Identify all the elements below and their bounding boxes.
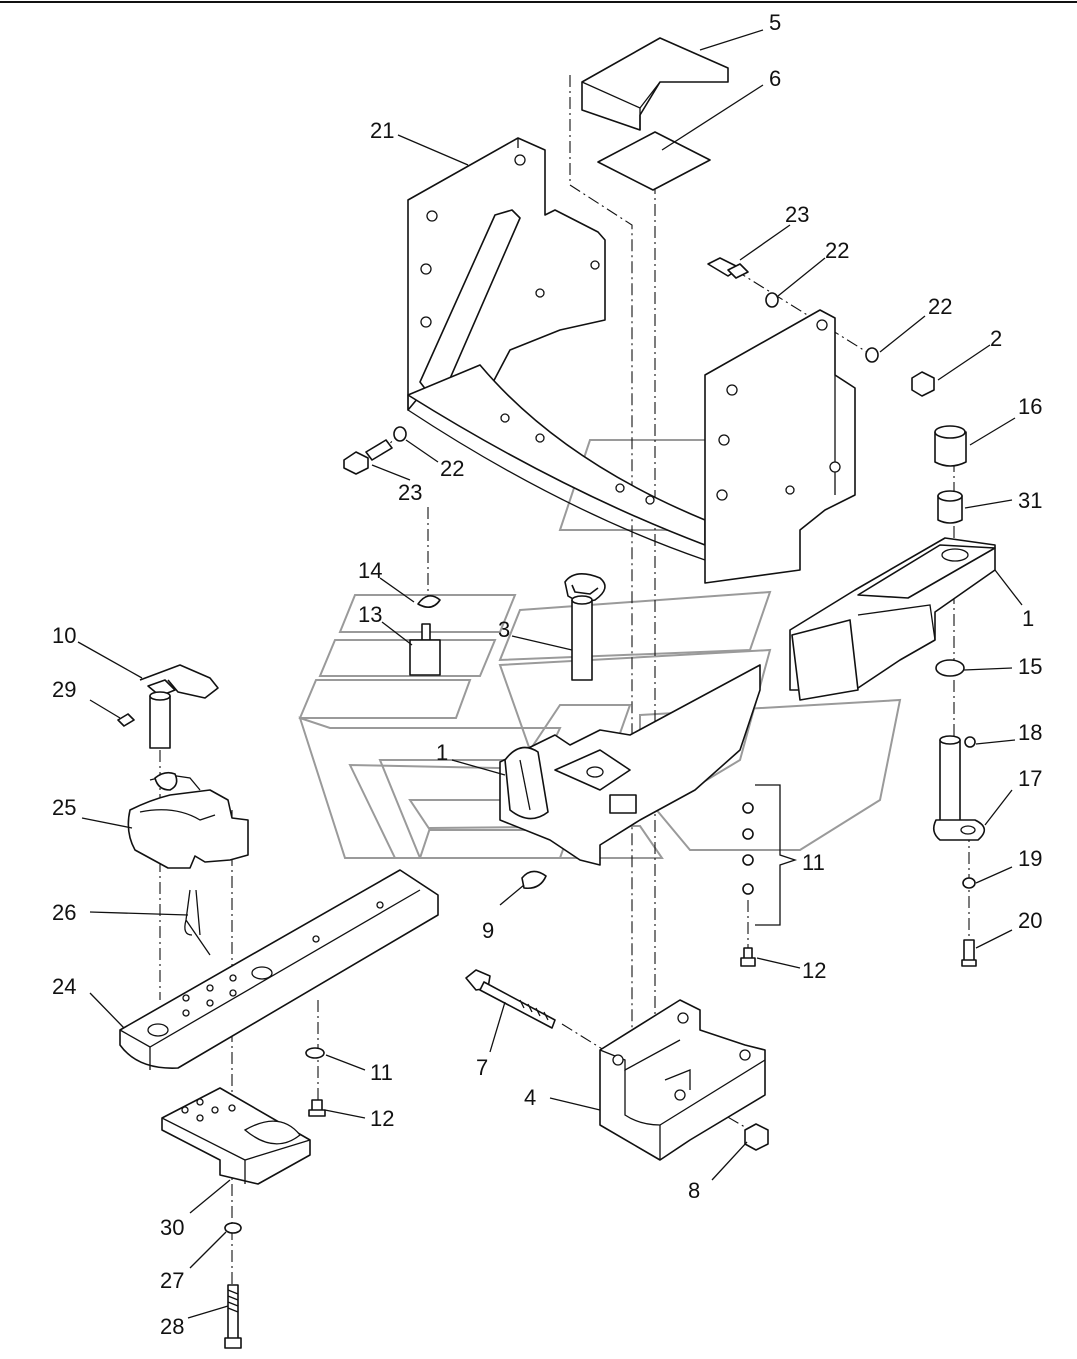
- label-24: 24: [52, 974, 76, 999]
- part-31-spacer: [937, 490, 963, 524]
- part-3-handle-pin: [564, 573, 606, 681]
- label-31: 31: [1018, 488, 1042, 513]
- part-1-drawbar-tube-right: [789, 537, 996, 701]
- part-10-handle-pin: [139, 664, 219, 749]
- part-23-bolt-lower: [343, 439, 393, 475]
- label-28: 28: [160, 1314, 184, 1339]
- label-23-upper: 23: [785, 202, 809, 227]
- label-27: 27: [160, 1268, 184, 1293]
- part-12-bolt-right: [740, 947, 756, 967]
- part-24-drawbar: [119, 869, 439, 1070]
- label-23-lower: 23: [398, 480, 422, 505]
- label-5: 5: [769, 10, 781, 35]
- part-15-washer: [935, 659, 965, 677]
- label-9: 9: [482, 918, 494, 943]
- part-27-washer: [224, 1222, 242, 1234]
- label-17: 17: [1018, 766, 1042, 791]
- label-21: 21: [370, 118, 394, 143]
- label-8: 8: [688, 1178, 700, 1203]
- part-28-long-bolt: [224, 1284, 242, 1349]
- label-7: 7: [476, 1055, 488, 1080]
- part-22-washer-b: [865, 347, 879, 363]
- part-20-bolt: [961, 939, 977, 967]
- label-22-lower: 22: [440, 456, 464, 481]
- part-29-cotter-pin: [117, 713, 135, 727]
- label-15: 15: [1018, 654, 1042, 679]
- label-16: 16: [1018, 394, 1042, 419]
- part-5-channel-cap: [581, 37, 729, 131]
- label-18: 18: [1018, 720, 1042, 745]
- part-11-washer-stack: [742, 784, 798, 926]
- part-6-shim-plate: [597, 131, 711, 191]
- label-1-center: 1: [436, 740, 448, 765]
- part-9-lynch-clip: [521, 870, 547, 890]
- label-10: 10: [52, 623, 76, 648]
- part-1-drawbar-housing-center: [499, 664, 761, 866]
- part-bracket-plate-right: [704, 309, 856, 584]
- label-22-upper-b: 22: [928, 294, 952, 319]
- part-7-long-bolt: [465, 969, 556, 1029]
- label-25: 25: [52, 795, 76, 820]
- part-16-bushing: [934, 425, 967, 467]
- label-26: 26: [52, 900, 76, 925]
- label-14: 14: [358, 558, 382, 583]
- label-3: 3: [498, 617, 510, 642]
- part-11-washer-left: [305, 1047, 325, 1059]
- leader-lines: [77, 29, 1023, 1319]
- part-21-bracket-plate-left: [407, 137, 606, 411]
- part-14-clip: [417, 595, 441, 608]
- label-12-right: 12: [802, 958, 826, 983]
- part-26-spring-clip: [184, 889, 211, 956]
- part-17-flanged-pin: [932, 735, 986, 841]
- label-11-left: 11: [370, 1060, 393, 1085]
- label-6: 6: [769, 66, 781, 91]
- part-12-bolt-left: [308, 1099, 326, 1117]
- label-4: 4: [524, 1085, 536, 1110]
- part-22-washer-a: [765, 292, 779, 308]
- part-25-hitch-jaw: [127, 771, 249, 869]
- part-18-pin-ball: [964, 736, 976, 748]
- part-labels: 5 6 21 23 22 22 2 16 22 23 31 1 14 13 3 …: [52, 10, 1042, 1339]
- label-12-left: 12: [370, 1106, 394, 1131]
- label-30: 30: [160, 1215, 184, 1240]
- label-11-right: 11: [802, 850, 825, 875]
- part-8-nut: [744, 1123, 769, 1151]
- label-22-upper-a: 22: [825, 238, 849, 263]
- part-22-washer-c: [393, 426, 407, 442]
- label-1-right: 1: [1022, 606, 1034, 631]
- part-30-support-plate: [161, 1087, 311, 1185]
- label-29: 29: [52, 677, 76, 702]
- label-2: 2: [990, 326, 1002, 351]
- part-19-washer: [962, 877, 976, 889]
- label-13: 13: [358, 602, 382, 627]
- part-23-bolt-upper: [707, 257, 749, 279]
- part-4-u-bracket: [599, 999, 766, 1161]
- part-2-nut: [911, 371, 935, 397]
- part-13-pin-small: [409, 623, 441, 676]
- label-20: 20: [1018, 908, 1042, 933]
- label-19: 19: [1018, 846, 1042, 871]
